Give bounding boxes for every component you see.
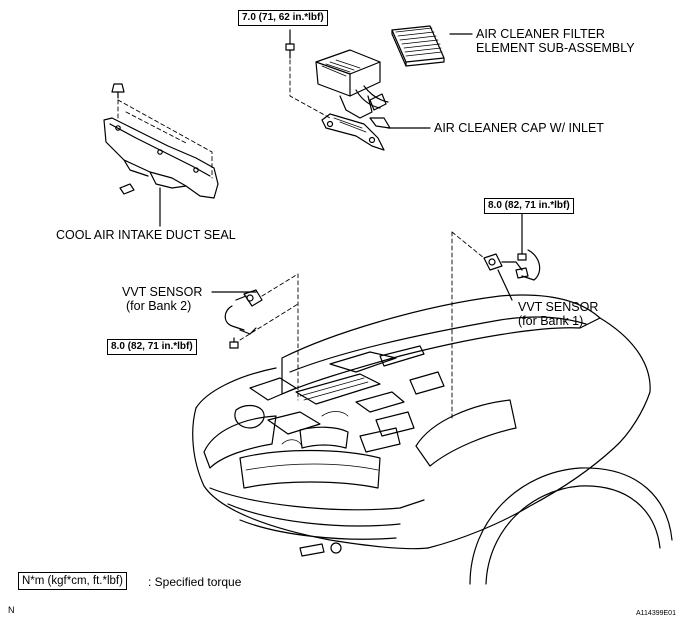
figure-id: A114399E01 [636,610,676,617]
vehicle-front [192,294,673,585]
air-filter-label-line2: ELEMENT SUB-ASSEMBLY [476,41,635,55]
air-cleaner-cap-part [315,49,391,151]
vvt-bank2-dash-lines [239,273,299,401]
duct-seal-label: COOL AIR INTAKE DUCT SEAL [56,228,236,242]
vvt-bank2-label-line1: VVT SENSOR [122,285,203,299]
duct-seal-clip [111,83,125,99]
vvt-bank2-bolt [229,337,239,349]
air-filter-element-part [391,25,445,67]
duct-seal-part [103,117,219,199]
vvt-bank1-bolt [517,213,527,261]
vvt-sensor-bank1-part [483,249,541,281]
cap-dash-line [289,59,331,119]
duct-dash-lines [117,99,213,179]
legend-text: : Specified torque [148,575,242,589]
torque-bank2-box: 8.0 (82, 71 in.*lbf) [107,339,197,355]
air-cap-label: AIR CLEANER CAP W/ INLET [434,121,604,135]
torque-cap-box: 7.0 (71, 62 in.*lbf) [238,10,328,26]
torque-bank1-box: 8.0 (82, 71 in.*lbf) [484,198,574,214]
legend-torque-box: N*m (kgf*cm, ft.*lbf) [18,572,127,590]
vvt-bank2-label-line2: (for Bank 2) [126,299,192,313]
vvt-bank1-label-line1: VVT SENSOR [518,300,599,314]
air-filter-label-line1: AIR CLEANER FILTER [476,27,605,41]
footer-n: N [8,605,15,615]
cap-bolt [285,29,295,59]
vvt-bank1-dash-lines [451,231,485,421]
vvt-sensor-bank2-part [224,289,263,335]
vvt-bank1-label-line2: (for Bank 1) [518,314,584,328]
